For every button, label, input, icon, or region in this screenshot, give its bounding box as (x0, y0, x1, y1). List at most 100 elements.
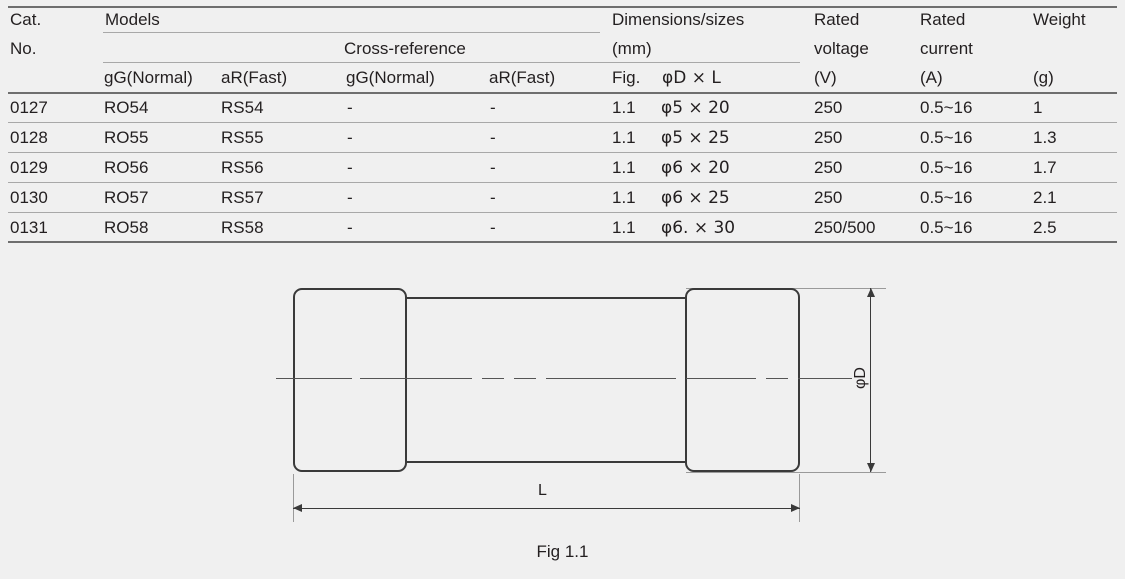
header-rated-voltage-line2: voltage (814, 39, 869, 58)
cell-dia-len: φ6. × 30 (661, 218, 736, 238)
cell-rated-current: 0.5~16 (920, 218, 973, 237)
length-arrow-left (293, 504, 302, 512)
diameter-arrow-bottom (867, 463, 875, 472)
cell-models-gg: RO57 (104, 188, 149, 207)
header-bottom-border (8, 92, 1117, 94)
cell-cat-no: 0127 (10, 98, 48, 117)
cell-dia-len: φ5 × 25 (661, 128, 730, 148)
cell-fig: 1.1 (612, 218, 636, 237)
cell-dia-len: φ6 × 25 (661, 188, 730, 208)
subheader-rule (103, 62, 800, 63)
cell-rated-current: 0.5~16 (920, 188, 973, 207)
header-cat-no-line1: Cat. (10, 10, 42, 29)
header-rated-current-line1: Rated (920, 10, 966, 29)
diameter-arrow-top (867, 288, 875, 297)
cell-models-ar: RS54 (221, 98, 264, 117)
cell-dia-len: φ5 × 20 (661, 98, 730, 118)
cell-xref-gg: - (347, 188, 353, 207)
subheader-current-unit: (A) (920, 68, 943, 87)
cell-models-ar: RS58 (221, 218, 264, 237)
header-models-group: Models (105, 10, 160, 29)
row-separator (8, 152, 1117, 153)
cell-cat-no: 0129 (10, 158, 48, 177)
row-separator (8, 212, 1117, 213)
subheader-xref-ar: aR(Fast) (489, 68, 556, 87)
cell-models-ar: RS56 (221, 158, 264, 177)
center-line-segment (798, 378, 852, 379)
cell-fig: 1.1 (612, 188, 636, 207)
fuse-dimension-drawing: φD L Fig 1.1 (0, 246, 1125, 579)
length-dimension-line (293, 508, 800, 509)
cell-xref-ar: - (490, 188, 496, 207)
row-separator (8, 182, 1117, 183)
figure-caption: Fig 1.1 (536, 542, 589, 561)
length-witness-right (799, 474, 800, 522)
center-line-segment (360, 378, 472, 379)
cell-fig: 1.1 (612, 158, 636, 177)
diameter-dimension-line (870, 288, 871, 472)
cell-models-ar: RS55 (221, 128, 264, 147)
fuse-body-tube (405, 297, 687, 463)
cell-cat-no: 0130 (10, 188, 48, 207)
center-line-segment (766, 378, 788, 379)
cell-rated-current: 0.5~16 (920, 158, 973, 177)
length-label: L (538, 482, 547, 499)
cell-models-gg: RO56 (104, 158, 149, 177)
center-line-segment (686, 378, 756, 379)
cell-models-gg: RO54 (104, 98, 149, 117)
cell-dia-len: φ6 × 20 (661, 158, 730, 178)
subheader-fig: Fig. (612, 68, 641, 87)
cell-rated-voltage: 250/500 (814, 218, 876, 237)
cell-xref-ar: - (490, 128, 496, 147)
fuse-end-cap-right (685, 288, 800, 472)
cell-xref-gg: - (347, 98, 353, 117)
subheader-voltage-unit: (V) (814, 68, 837, 87)
cell-xref-ar: - (490, 98, 496, 117)
subheader-diameter-length: φD × L (662, 68, 721, 88)
row-separator (8, 122, 1117, 123)
cell-xref-gg: - (347, 128, 353, 147)
center-line-segment (482, 378, 504, 379)
header-cross-reference-group: Cross-reference (344, 39, 466, 58)
subheader-xref-gg: gG(Normal) (346, 68, 435, 87)
cell-xref-ar: - (490, 218, 496, 237)
cell-fig: 1.1 (612, 128, 636, 147)
cell-cat-no: 0131 (10, 218, 48, 237)
header-rated-voltage-line1: Rated (814, 10, 860, 29)
length-witness-left (293, 474, 294, 522)
header-weight: Weight (1033, 10, 1086, 29)
cell-cat-no: 0128 (10, 128, 48, 147)
length-arrow-right (791, 504, 800, 512)
cell-rated-voltage: 250 (814, 128, 843, 147)
header-dimensions-line1: Dimensions/sizes (612, 10, 745, 29)
header-cat-no-line2: No. (10, 39, 37, 58)
cell-rated-voltage: 250 (814, 98, 843, 117)
cell-rated-current: 0.5~16 (920, 98, 973, 117)
cell-weight: 1 (1033, 98, 1043, 117)
subheader-models-gg: gG(Normal) (104, 68, 193, 87)
diameter-label: φD (852, 367, 869, 389)
cell-weight: 2.1 (1033, 188, 1057, 207)
header-rated-current-line2: current (920, 39, 973, 58)
subheader-models-ar: aR(Fast) (221, 68, 288, 87)
cell-models-gg: RO58 (104, 218, 149, 237)
cell-xref-gg: - (347, 158, 353, 177)
table-top-border (8, 6, 1117, 8)
cell-models-ar: RS57 (221, 188, 264, 207)
center-line-segment (546, 378, 676, 379)
header-dimensions-line2: (mm) (612, 39, 652, 58)
cell-weight: 1.3 (1033, 128, 1057, 147)
cell-rated-voltage: 250 (814, 188, 843, 207)
cell-fig: 1.1 (612, 98, 636, 117)
center-line-segment (514, 378, 536, 379)
table-bottom-border (8, 241, 1117, 243)
subheader-weight-unit: (g) (1033, 68, 1054, 87)
cell-xref-gg: - (347, 218, 353, 237)
cell-weight: 2.5 (1033, 218, 1057, 237)
cell-rated-current: 0.5~16 (920, 128, 973, 147)
cell-models-gg: RO55 (104, 128, 149, 147)
center-line-segment (276, 378, 352, 379)
cell-weight: 1.7 (1033, 158, 1057, 177)
cell-xref-ar: - (490, 158, 496, 177)
models-group-rule (103, 32, 600, 33)
